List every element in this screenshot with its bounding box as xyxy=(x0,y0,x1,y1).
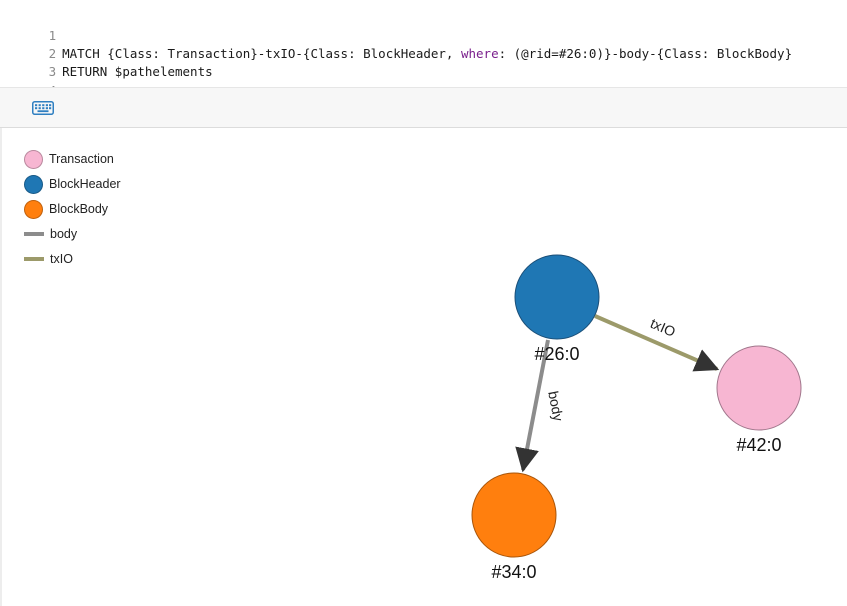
legend-swatch-blockheader xyxy=(24,174,43,194)
graph-canvas[interactable] xyxy=(0,128,847,606)
line-number: 3 xyxy=(48,64,57,79)
code-keyword: where xyxy=(460,46,499,61)
legend-item-blockbody[interactable]: BlockBody xyxy=(24,198,108,220)
keyboard-icon xyxy=(32,101,54,115)
legend-swatch-body xyxy=(24,232,44,236)
editor-line[interactable]: 1 xyxy=(0,9,62,43)
legend-label: txIO xyxy=(50,252,73,266)
legend-swatch-transaction xyxy=(24,149,43,169)
code-token: : (@rid=#26:0)}-body-{Class: BlockBody} xyxy=(498,46,793,61)
editor-line[interactable]: 3 RETURN $pathelements xyxy=(0,45,213,79)
legend-label: body xyxy=(50,227,78,241)
legend-item-body[interactable]: body xyxy=(24,223,77,245)
line-number: 1 xyxy=(48,28,57,43)
legend-label: Transaction xyxy=(49,152,114,166)
legend-item-txio[interactable]: txIO xyxy=(24,248,73,270)
graph-node-blockbody[interactable] xyxy=(471,472,557,558)
legend-label: BlockBody xyxy=(49,202,109,216)
editor-toolbar xyxy=(0,87,847,128)
code-token: MATCH {Class: Transaction}-txIO-{Class: … xyxy=(62,46,461,61)
legend-label: BlockHeader xyxy=(49,177,121,191)
graph-node-blockheader[interactable] xyxy=(514,254,600,340)
editor-line[interactable]: 4 xyxy=(0,64,62,87)
line-number: 4 xyxy=(30,82,62,87)
editor-line[interactable]: 2 MATCH {Class: Transaction}-txIO-{Class:… xyxy=(0,27,793,61)
legend-item-blockheader[interactable]: BlockHeader xyxy=(24,173,121,195)
divider xyxy=(0,128,2,606)
keyboard-button[interactable] xyxy=(26,97,60,119)
code-text: MATCH {Class: Transaction}-txIO-{Class: … xyxy=(62,46,792,61)
legend-swatch-txio xyxy=(24,257,44,261)
graph-node-transaction[interactable] xyxy=(716,345,802,431)
legend-swatch-blockbody xyxy=(24,199,43,219)
code-text: RETURN $pathelements xyxy=(62,64,213,79)
legend-item-transaction[interactable]: Transaction xyxy=(24,148,114,170)
line-number: 2 xyxy=(48,46,57,61)
query-editor[interactable]: 1 2 MATCH {Class: Transaction}-txIO-{Clas… xyxy=(0,0,847,87)
